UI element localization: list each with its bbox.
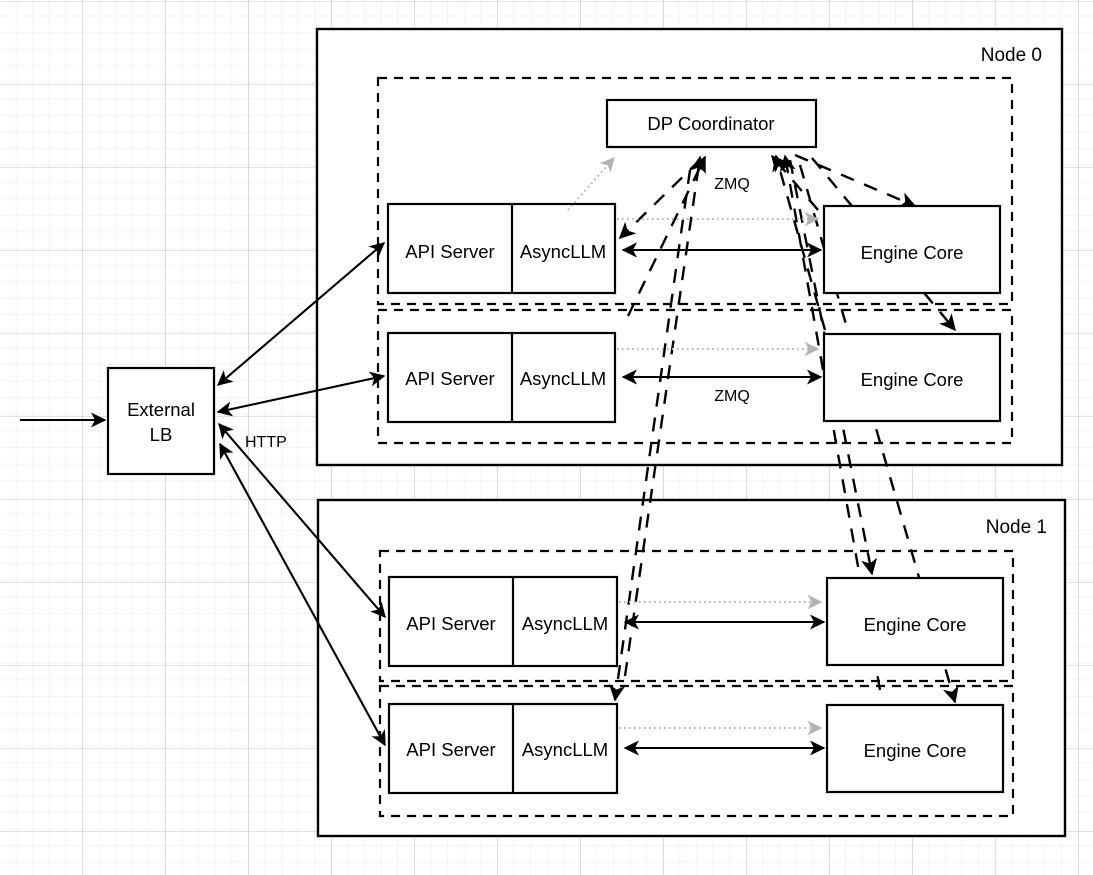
asyncllm-label: AsyncLLM — [522, 613, 608, 634]
api-server-label: API Server — [406, 613, 495, 634]
node-0-group-0: API Server AsyncLLM Engine Core — [386, 202, 1002, 295]
external-lb-box[interactable] — [106, 366, 216, 476]
asyncllm-label: AsyncLLM — [520, 368, 606, 389]
api-server-label: API Server — [406, 739, 495, 760]
zmq-label-coordinator: ZMQ — [714, 176, 750, 193]
lb-api-links — [216, 242, 386, 747]
node-1-engine-core-box-1[interactable] — [825, 703, 1005, 794]
dp-coordinator[interactable]: DP Coordinator — [605, 98, 818, 149]
external-lb-label-line2: LB — [150, 424, 173, 445]
node-1-engine-core-box-0[interactable] — [825, 576, 1005, 667]
node-0-group-0-frame — [376, 76, 1014, 306]
engine-core-label: Engine Core — [861, 242, 964, 263]
dp-coordinator-box[interactable] — [605, 98, 818, 149]
engine-core-label: Engine Core — [861, 369, 964, 390]
node-0-engine-core-box-1[interactable] — [822, 332, 1002, 423]
external-lb[interactable]: External LB — [106, 366, 216, 476]
dp-coordinator-label: DP Coordinator — [647, 113, 774, 134]
engine-core-label: Engine Core — [864, 614, 967, 635]
engine-core-label: Engine Core — [864, 740, 967, 761]
node-1-api-server-box-1[interactable] — [387, 702, 619, 795]
asyncllm-label: AsyncLLM — [522, 739, 608, 760]
zmq-label-dp1: ZMQ — [714, 388, 750, 405]
node-1-group-0: API Server AsyncLLM Engine Core — [387, 575, 1005, 668]
external-lb-label-line1: External — [127, 399, 195, 420]
asyncllm-label: AsyncLLM — [520, 241, 606, 262]
dash-link-node0-dp1-engine-to-coordinator — [772, 154, 827, 331]
api-server-label: API Server — [405, 241, 494, 262]
lb-link-node1-dp1 — [219, 442, 386, 747]
dash-link-coordinator-to-node0-dp0-engine — [794, 153, 917, 208]
node-0-group-1: API Server AsyncLLM Engine Core — [386, 331, 1002, 424]
node-0-label: Node 0 — [981, 45, 1042, 66]
node-1-group-1: API Server AsyncLLM Engine Core — [387, 702, 1005, 795]
node-1-api-server-box-0[interactable] — [387, 575, 619, 668]
node-0-engine-core-box-0[interactable] — [822, 204, 1002, 295]
api-server-label: API Server — [405, 368, 494, 389]
node-0-api-server-box-1[interactable] — [386, 331, 617, 424]
http-label: HTTP — [245, 434, 287, 451]
lb-link-node0-dp0 — [216, 242, 386, 386]
node-1-label: Node 1 — [986, 517, 1047, 538]
dotted-link-async-to-coordinator — [567, 157, 615, 211]
dash-link-node0-dp1-async-to-coordinator — [626, 155, 707, 317]
dash-link-coordinator-to-node0-dp0-async — [618, 159, 701, 240]
lb-link-node0-dp1 — [216, 371, 386, 417]
node-1-group-1-frame — [378, 684, 1015, 818]
dash-link-coordinator-to-node1-dp1-engine — [798, 164, 959, 704]
node-0-api-server-box-0[interactable] — [386, 202, 617, 295]
